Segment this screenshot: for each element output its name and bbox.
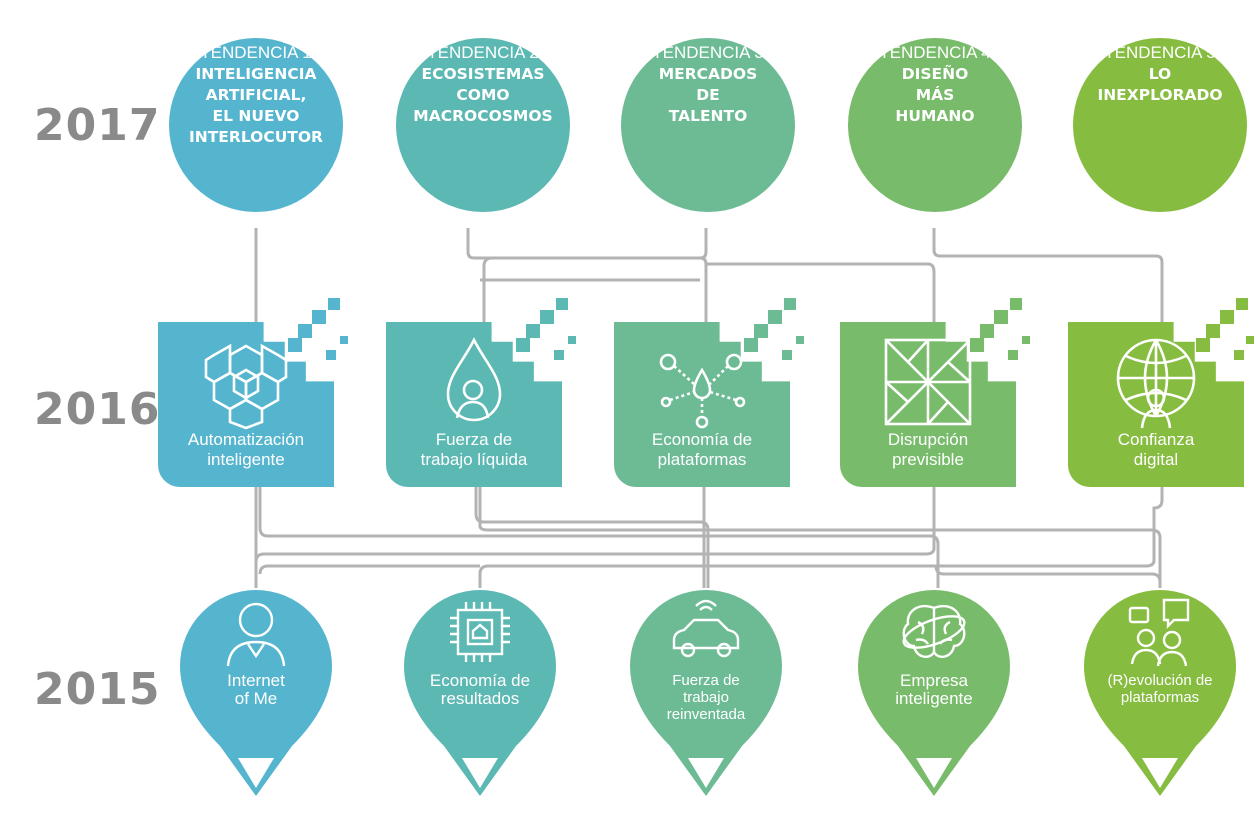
pixel-decoration: [516, 298, 576, 360]
trend-title: LO INEXPLORADO: [1097, 65, 1223, 104]
box-label: Automatización inteligente: [187, 430, 305, 469]
connected-car-icon: [672, 599, 740, 658]
down-arrow-icon: [238, 758, 274, 788]
honeycomb-icon: [204, 343, 288, 430]
trend-2015-5-pin: (R)evolución de plataformas: [1084, 590, 1236, 800]
pixel-decoration: [1196, 298, 1254, 360]
trend-2015-1-pin: Internet of Me: [180, 590, 332, 800]
trend-title: INTELIGENCIA ARTIFICIAL, EL NUEVO INTERL…: [189, 65, 323, 146]
trend-number: TENDENCIA 2: [427, 43, 539, 62]
box-label: Confianza digital: [1117, 430, 1195, 469]
pin-label: Internet of Me: [227, 671, 285, 708]
trend-title: ECOSISTEMAS COMO MACROCOSMOS: [413, 65, 553, 125]
pin-shape: [404, 590, 556, 796]
trend-number: TENDENCIA 1: [200, 43, 312, 62]
year-2015-label: 2015: [34, 664, 161, 715]
trend-2015-2-pin: Economía de resultados: [404, 590, 556, 800]
pin-label: Fuerza de trabajo reinventada: [666, 672, 746, 723]
pin-label: (R)evolución de plataformas: [1107, 672, 1213, 706]
pin-shape: [630, 590, 782, 796]
brain-icon: [902, 605, 966, 658]
pixel-decoration: [744, 298, 804, 360]
trend-2015-4-pin: Empresa inteligente: [858, 590, 1010, 800]
person-icon: [226, 602, 286, 667]
year-2017-label: 2017: [34, 100, 161, 151]
pixel-decoration: [288, 298, 348, 360]
trend-2016-4-box: Disrupción previsible: [840, 322, 1016, 487]
box-label: Fuerza de trabajo líquida: [420, 430, 528, 469]
down-arrow-icon: [688, 758, 724, 788]
pin-shape: [858, 590, 1010, 796]
globe-person-icon: [1116, 338, 1196, 429]
box-label: Disrupción previsible: [887, 430, 969, 469]
pin-label: Economía de resultados: [429, 671, 531, 708]
trend-2017-2-circle: TENDENCIA 2 ECOSISTEMAS COMO MACROCOSMOS: [396, 38, 570, 212]
trend-2017-4-circle: TENDENCIA 4 DISEÑO MÁS HUMANO: [848, 38, 1022, 212]
trend-2016-5-box: Confianza digital: [1068, 322, 1244, 487]
pin-label: Empresa inteligente: [895, 671, 973, 708]
trend-number: TENDENCIA 3: [652, 43, 764, 62]
trend-number: TENDENCIA 5: [1104, 43, 1216, 62]
network-nodes-icon: [659, 353, 746, 429]
box-label: Economía de plataformas: [651, 430, 753, 469]
trend-2017-3-circle: TENDENCIA 3 MERCADOS DE TALENTO: [621, 38, 795, 212]
down-arrow-icon: [916, 758, 952, 788]
trend-2016-2-box: Fuerza de trabajo líquida: [386, 322, 562, 487]
trend-number: TENDENCIA 4: [879, 43, 991, 62]
pin-shape: [1084, 590, 1236, 796]
trend-title: MERCADOS DE TALENTO: [658, 65, 758, 125]
trend-2015-3-pin: Fuerza de trabajo reinventada: [630, 590, 782, 800]
pixel-decoration: [970, 298, 1030, 360]
droplet-person-icon: [446, 337, 502, 422]
down-arrow-icon: [1142, 758, 1178, 788]
trend-2017-1-circle: TENDENCIA 1 INTELIGENCIA ARTIFICIAL, EL …: [169, 38, 343, 212]
trend-2016-3-box: Economía de plataformas: [614, 322, 790, 487]
pin-shape: [180, 590, 332, 796]
chip-home-icon: [450, 602, 510, 662]
trend-2017-5-circle: TENDENCIA 5 LO INEXPLORADO: [1073, 38, 1247, 212]
pinwheel-icon: [884, 338, 972, 426]
people-chat-icon: [1128, 598, 1190, 667]
trend-title: DISEÑO MÁS HUMANO: [895, 65, 975, 125]
trend-2016-1-box: Automatización inteligente: [158, 322, 334, 487]
down-arrow-icon: [462, 758, 498, 788]
year-2016-label: 2016: [34, 384, 161, 435]
